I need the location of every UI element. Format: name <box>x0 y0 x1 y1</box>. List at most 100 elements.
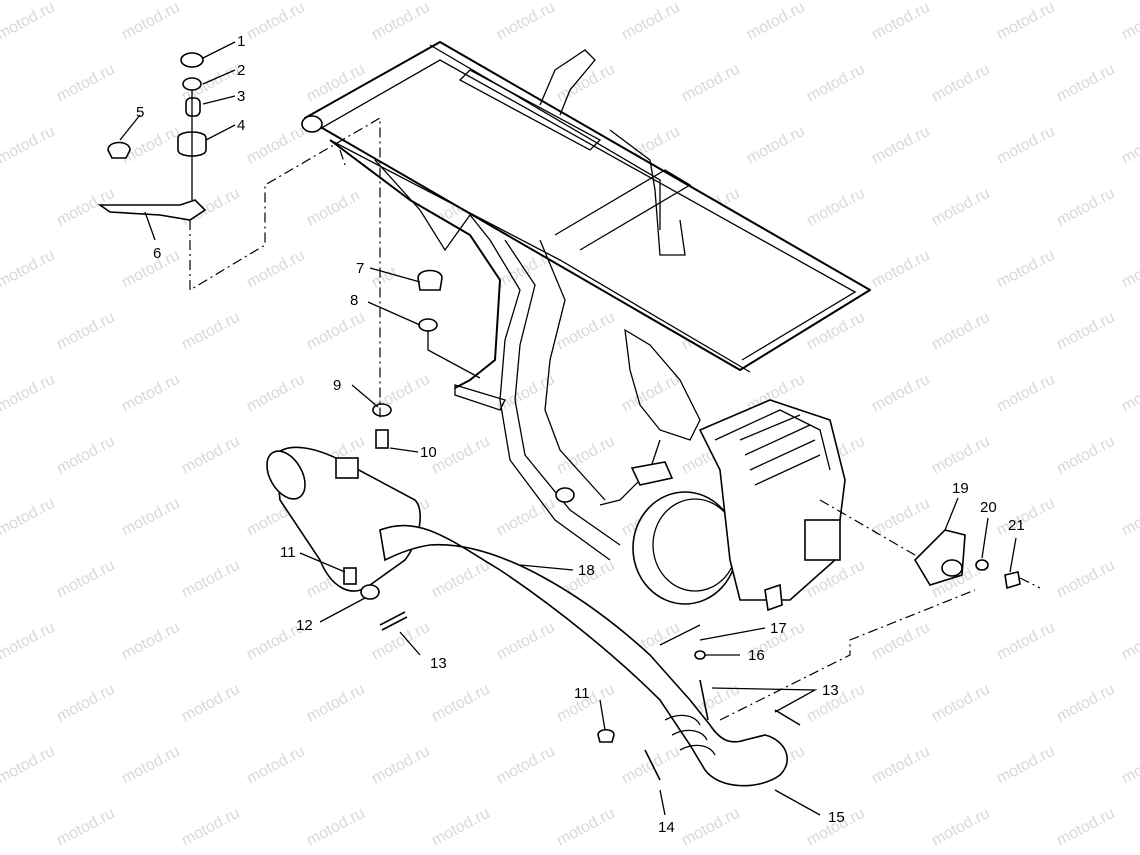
watermark-text: motod.ru <box>304 309 368 354</box>
watermark-text: motod.ru <box>929 309 993 354</box>
leader-lines <box>119 41 1017 816</box>
watermark-text: motod.ru <box>54 309 118 354</box>
watermark-text: motod.ru <box>179 309 243 354</box>
watermark-text: motod.ru <box>429 433 493 478</box>
watermark-text: motod.ru <box>119 371 183 416</box>
watermark-text: motod.ru <box>1119 743 1140 788</box>
watermark-text: motod.ru <box>1119 247 1140 292</box>
callout-12: 12 <box>296 617 313 634</box>
watermark-text: motod.ru <box>304 805 368 850</box>
callout-2: 2 <box>237 62 245 79</box>
watermark-text: motod.ru <box>244 0 308 44</box>
callout-5: 5 <box>136 104 144 121</box>
watermark-text: motod.ru <box>1054 805 1118 850</box>
watermark-text: motod.ru <box>54 433 118 478</box>
watermark-text: motod.ru <box>1119 0 1140 44</box>
watermark-text: motod.ru <box>869 0 933 44</box>
watermark-text: motod.ru <box>1054 681 1118 726</box>
callout-9: 9 <box>333 377 341 394</box>
watermark-text: motod.ru <box>1054 185 1118 230</box>
watermark-text: motod.ru <box>1119 371 1140 416</box>
watermark-text: motod.ru <box>929 681 993 726</box>
watermark-text: motod.ru <box>0 123 58 168</box>
watermark-text: motod.ru <box>179 557 243 602</box>
callout-11-upper: 11 <box>280 544 296 561</box>
watermark-text: motod.ru <box>929 433 993 478</box>
watermark-text: motod.ru <box>1054 61 1118 106</box>
watermark-text: motod.ru <box>554 433 618 478</box>
watermark-text: motod.ru <box>244 371 308 416</box>
watermark-text: motod.ru <box>619 371 683 416</box>
watermark-text: motod.ru <box>994 619 1058 664</box>
watermark-text: motod.ru <box>679 61 743 106</box>
watermark-text: motod.ru <box>119 743 183 788</box>
callout-18: 18 <box>578 562 595 579</box>
watermark-text: motod.ru <box>179 433 243 478</box>
watermark-text: motod.ru <box>0 0 58 44</box>
watermark-text: motod.ru <box>994 743 1058 788</box>
watermark-text: motod.ru <box>369 0 433 44</box>
callout-6: 6 <box>153 245 161 262</box>
watermark-text: motod.ru <box>429 557 493 602</box>
watermark-text: motod.ru <box>1119 619 1140 664</box>
callout-11-lower: 11 <box>574 685 590 702</box>
watermark-text: motod.ru <box>0 371 58 416</box>
watermark-text: motod.ru <box>54 557 118 602</box>
callout-17: 17 <box>770 620 787 637</box>
watermark-text: motod.ru <box>494 495 558 540</box>
watermark-text: motod.ru <box>54 61 118 106</box>
watermark-text: motod.ru <box>494 743 558 788</box>
assembly-lines <box>189 90 1041 721</box>
callout-8: 8 <box>350 292 358 309</box>
watermark-text: motod.ru <box>1054 309 1118 354</box>
watermark-text: motod.ru <box>869 743 933 788</box>
watermark-text: motod.ru <box>119 619 183 664</box>
callout-4: 4 <box>237 117 245 134</box>
watermark-text: motod.ru <box>804 61 868 106</box>
watermark-text: motod.ru <box>869 371 933 416</box>
watermark-text: motod.ru <box>0 619 58 664</box>
watermark-text: motod.ru <box>1054 557 1118 602</box>
watermark-text: motod.ru <box>994 0 1058 44</box>
callout-14: 14 <box>658 819 675 836</box>
callout-7: 7 <box>356 260 364 277</box>
callout-13-left: 13 <box>430 655 447 672</box>
watermark-text: motod.ru <box>619 743 683 788</box>
callout-1: 1 <box>237 33 245 50</box>
watermark-text: motod.ru <box>0 247 58 292</box>
watermark-text: motod.ru <box>869 123 933 168</box>
watermark-text: motod.ru <box>1119 495 1140 540</box>
watermark-text: motod.ru <box>744 123 808 168</box>
watermark-text: motod.ru <box>494 619 558 664</box>
watermark-text: motod.ru <box>119 495 183 540</box>
callouts: 1 2 3 4 5 6 7 8 9 10 11 12 13 18 17 16 1… <box>136 33 1025 836</box>
watermark-text: motod.ru <box>869 619 933 664</box>
watermark-text: motod.ru <box>304 681 368 726</box>
watermark-text: motod.ru <box>244 247 308 292</box>
watermark-text: motod.ru <box>869 495 933 540</box>
exhaust-pipe <box>266 446 1021 787</box>
watermark-text: motod.ru <box>429 805 493 850</box>
watermark-text: motod.ru <box>994 247 1058 292</box>
watermark-text: motod.ru <box>1054 433 1118 478</box>
callout-20: 20 <box>980 499 997 516</box>
callout-16: 16 <box>748 647 765 664</box>
watermark-text: motod.ru <box>554 805 618 850</box>
watermark-text: motod.ru <box>494 0 558 44</box>
watermark-text: motod.ru <box>369 743 433 788</box>
watermark-text: motod.ru <box>994 371 1058 416</box>
watermark-text: motod.ru <box>54 805 118 850</box>
watermark-text: motod.ru <box>0 743 58 788</box>
watermark-text: motod.ru <box>179 681 243 726</box>
engine <box>630 399 846 612</box>
watermark-text: motod.ru <box>554 61 618 106</box>
watermark-text: motod.ru <box>929 61 993 106</box>
watermark-text: motod.ru <box>804 185 868 230</box>
watermark-text: motod.ru <box>429 681 493 726</box>
watermark-text: motod.ru <box>179 805 243 850</box>
watermark-text: motod.ru <box>554 309 618 354</box>
watermark-text: motod.ru <box>369 619 433 664</box>
callout-19: 19 <box>952 480 969 497</box>
callout-21: 21 <box>1008 517 1025 534</box>
watermark-text: motod.ru <box>929 185 993 230</box>
